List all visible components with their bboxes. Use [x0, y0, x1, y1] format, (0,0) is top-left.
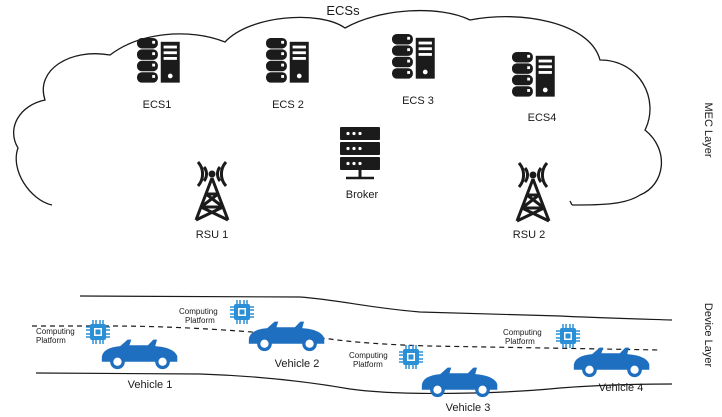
- platform1-chip-icon: [85, 319, 111, 345]
- mec-cloud-tail: [569, 200, 573, 206]
- ecs2-label: ECS 2: [272, 99, 304, 111]
- platform4-label-line1: Computing: [503, 328, 542, 337]
- rsu2-label: RSU 2: [513, 229, 545, 241]
- vehicle1-car-icon: [101, 339, 178, 370]
- ecs3-server-icon: [392, 34, 435, 79]
- rsu1-antenna-tower-icon: [194, 160, 230, 222]
- platform4-label-line2: Platform: [505, 337, 535, 346]
- broker-label: Broker: [346, 189, 379, 201]
- cloud-title: ECSs: [326, 3, 360, 18]
- platform2-label-line1: Computing: [179, 307, 218, 316]
- vehicle4-label: Vehicle 4: [599, 382, 644, 394]
- vehicle4-car-icon: [573, 347, 650, 378]
- platform1-label-line2: Platform: [36, 336, 66, 345]
- mec-layer-label: MEC Layer: [702, 102, 714, 157]
- platform3-chip-icon: [398, 344, 424, 370]
- ecs1-server-icon: [137, 38, 180, 83]
- vehicle1-label: Vehicle 1: [128, 379, 173, 391]
- vehicle2-car-icon: [248, 321, 325, 352]
- platform3-label-line1: Computing: [349, 351, 388, 360]
- ecs4-server-icon: [512, 52, 555, 97]
- ecs4-label: ECS4: [528, 112, 557, 124]
- rsu2-antenna-tower-icon: [515, 161, 551, 223]
- platform4-chip-icon: [555, 323, 581, 349]
- platform3-label-line2: Platform: [353, 360, 383, 369]
- ecs3-label: ECS 3: [402, 95, 434, 107]
- platform1-label-line1: Computing: [36, 327, 75, 336]
- ecs2-server-icon: [266, 38, 309, 83]
- road-bottom-edge: [35, 372, 673, 395]
- mec-cloud-boundary: [13, 9, 662, 206]
- broker-network-server-icon: [340, 127, 380, 180]
- platform2-label-line2: Platform: [185, 316, 215, 325]
- vehicle2-label: Vehicle 2: [275, 358, 320, 370]
- platform2-chip-icon: [229, 299, 255, 325]
- ecs1-label: ECS1: [143, 99, 172, 111]
- road-top-edge: [79, 295, 673, 321]
- device-layer-label: Device Layer: [702, 303, 714, 368]
- rsu1-label: RSU 1: [196, 229, 228, 241]
- vehicle3-label: Vehicle 3: [446, 402, 491, 414]
